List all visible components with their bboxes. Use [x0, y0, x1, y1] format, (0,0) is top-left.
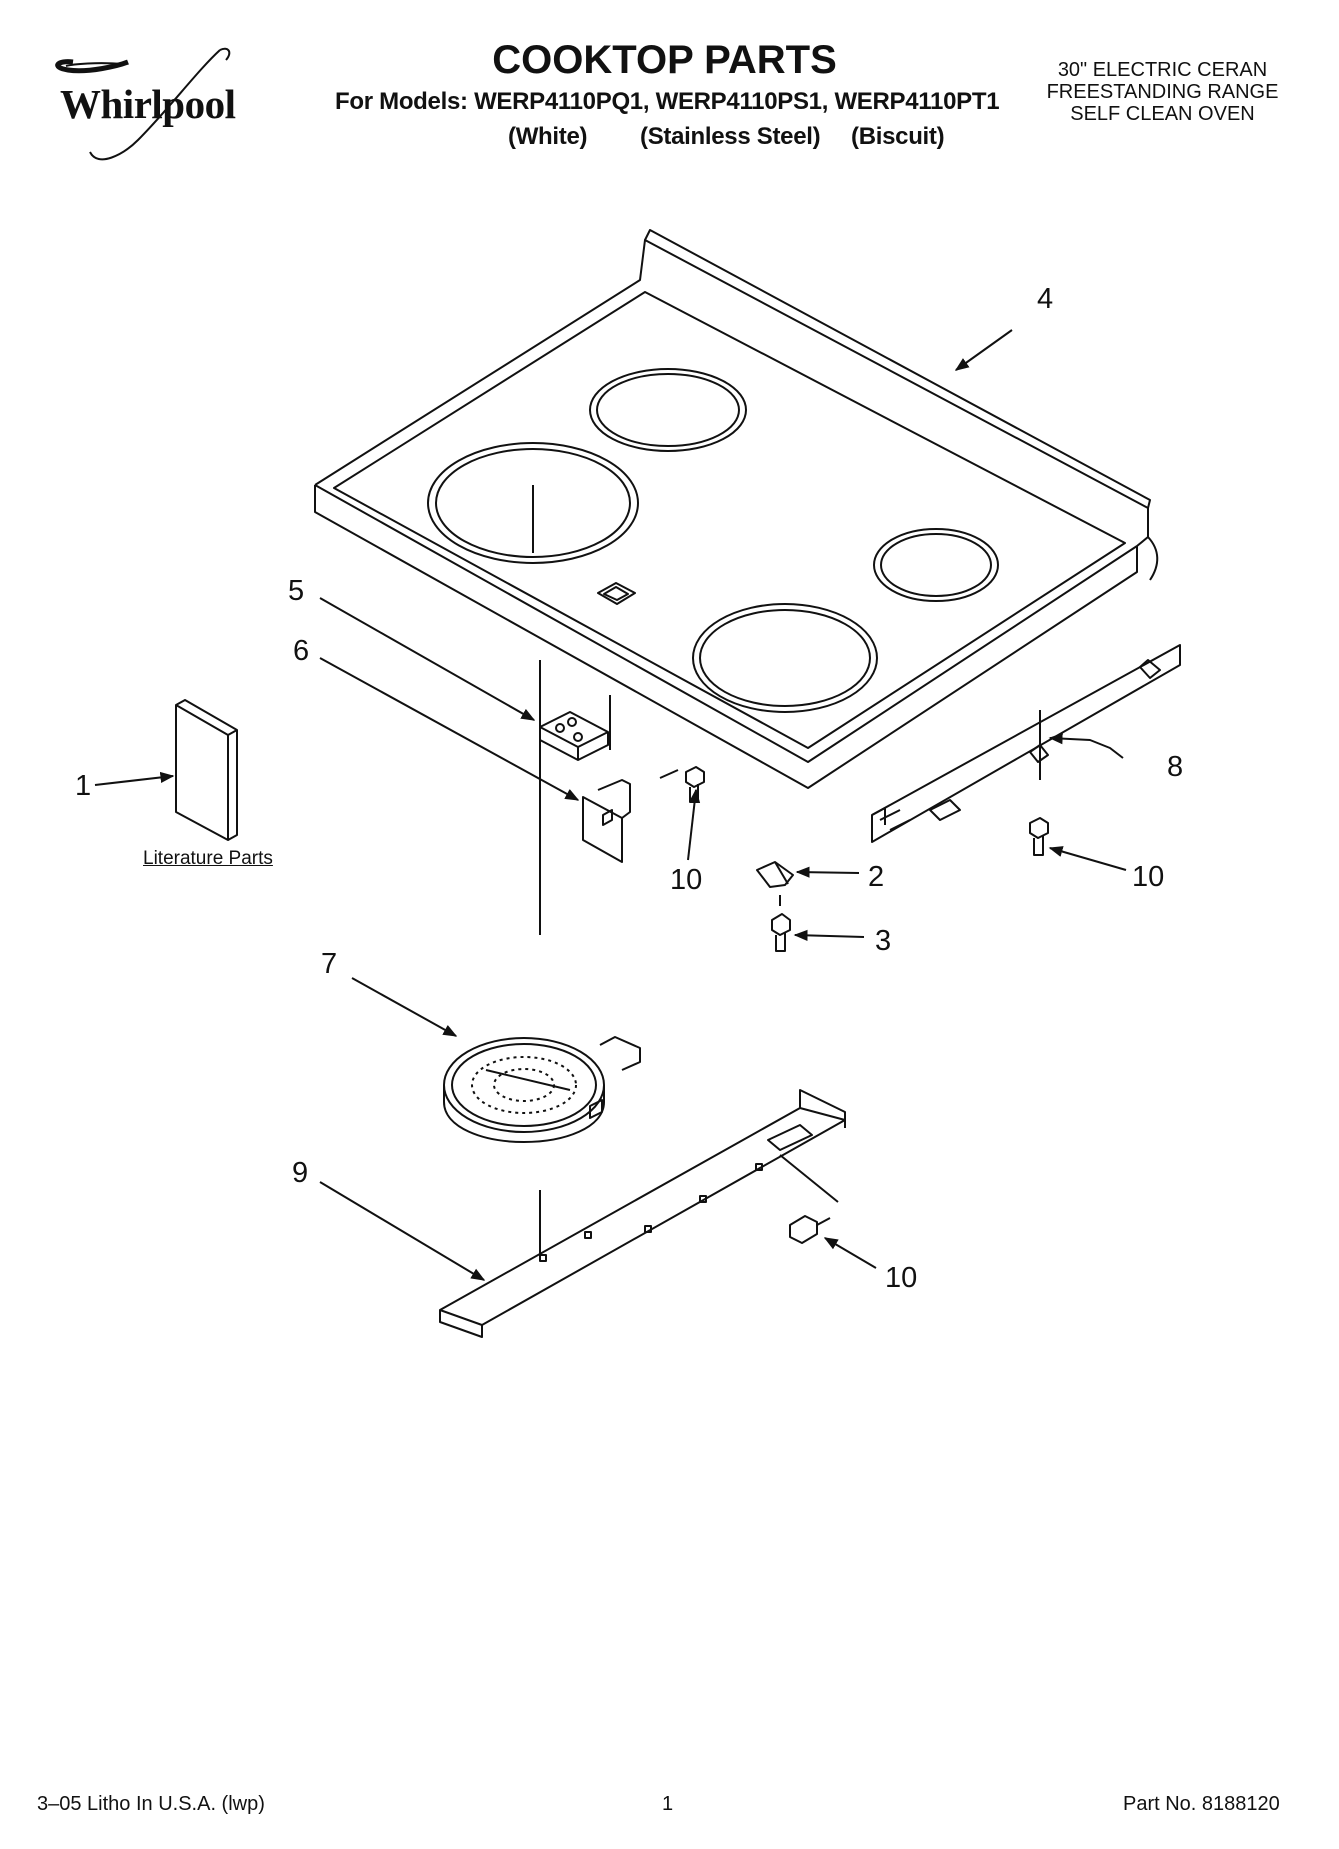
finish-white: (White)	[508, 123, 588, 150]
screw-part	[789, 1215, 831, 1244]
lower-bracket-part	[439, 1089, 846, 1338]
footer-part-number: Part No. 8188120	[1123, 1793, 1280, 1815]
callout-6: 6	[293, 635, 309, 667]
product-line-2: FREESTANDING RANGE	[1046, 81, 1279, 103]
brand-wordmark: Whirlpool	[60, 81, 236, 127]
screw-small-part	[771, 913, 791, 952]
page-title: COOKTOP PARTS	[492, 38, 837, 82]
models-line: For Models: WERP4110PQ1, WERP4110PS1, WE…	[335, 88, 1000, 115]
finish-biscuit: (Biscuit)	[851, 123, 945, 150]
radiant-element-part	[443, 1036, 641, 1143]
footer-litho: 3–05 Litho In U.S.A. (lwp)	[37, 1793, 265, 1815]
screw-part	[1029, 817, 1049, 856]
callout-8: 8	[1167, 751, 1183, 783]
callout-7: 7	[321, 948, 337, 980]
cooktop-glass-part	[314, 229, 1159, 789]
callout-10: 10	[670, 864, 702, 896]
product-line-1: 30" ELECTRIC CERAN	[1057, 59, 1268, 81]
bracket-part	[582, 779, 631, 863]
callout-3: 3	[875, 925, 891, 957]
clip-part	[756, 861, 794, 888]
callout-2: 2	[868, 861, 884, 893]
callout-1: 1	[75, 770, 91, 802]
switch-block-part	[539, 711, 609, 761]
product-line-3: SELF CLEAN OVEN	[1070, 103, 1255, 125]
product-description: 30" ELECTRIC CERAN FREESTANDING RANGE SE…	[1030, 59, 1295, 125]
callout-4: 4	[1037, 283, 1053, 315]
footer-page-number: 1	[662, 1793, 674, 1815]
callout-5: 5	[288, 575, 304, 607]
literature-parts-label: Literature Parts	[143, 848, 273, 869]
callout-10: 10	[1132, 861, 1164, 893]
callout-10: 10	[885, 1262, 917, 1294]
finish-stainless-steel: (Stainless Steel)	[640, 123, 821, 150]
support-rail-part	[871, 644, 1181, 843]
literature-parts-box	[175, 699, 238, 841]
callout-9: 9	[292, 1157, 308, 1189]
whirlpool-logo	[55, 47, 231, 161]
